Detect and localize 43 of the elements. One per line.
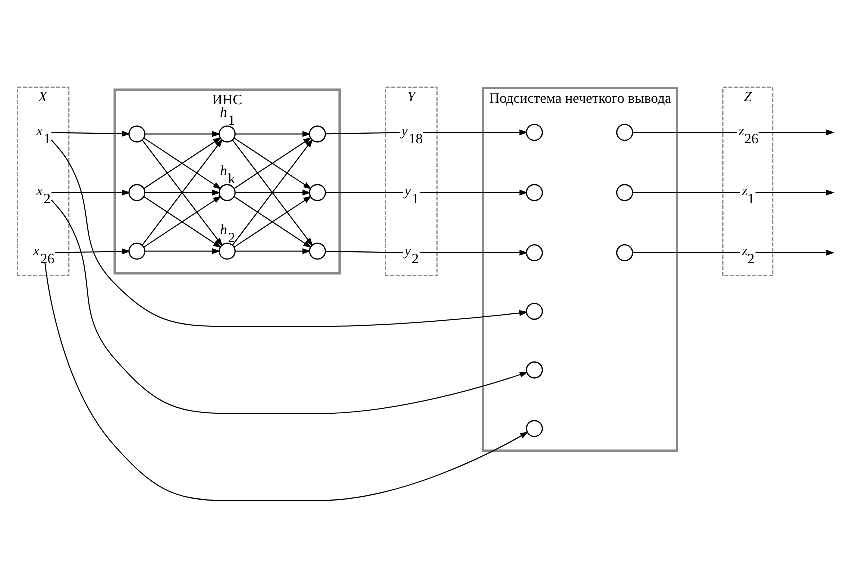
node-circle	[218, 184, 236, 201]
arrow	[756, 250, 835, 256]
arrow	[235, 130, 312, 137]
node-circle	[309, 184, 326, 201]
arrow	[756, 189, 835, 196]
arrow	[420, 250, 528, 256]
arrow	[52, 130, 131, 136]
connector	[632, 132, 738, 133]
node-circle	[526, 420, 544, 437]
arrow	[145, 130, 221, 137]
node-circle	[218, 125, 236, 142]
cluster: Подсистема нечеткого вывода	[482, 86, 678, 452]
connector	[326, 132, 400, 134]
node-circle	[616, 124, 634, 141]
node-circle	[526, 302, 544, 320]
arrow	[51, 200, 528, 414]
node-circle	[128, 242, 146, 260]
arrow	[235, 248, 312, 254]
node-circle	[128, 125, 146, 142]
node-circle	[526, 124, 544, 141]
connector	[326, 250, 404, 253]
arrow	[145, 248, 221, 254]
connector	[632, 252, 740, 253]
arrow	[52, 189, 131, 196]
arrow	[420, 189, 528, 196]
node-circle	[526, 184, 544, 201]
arrow	[235, 189, 312, 196]
node-circle	[616, 184, 634, 201]
node-circle	[526, 244, 544, 261]
arrow	[423, 129, 528, 136]
node-circle	[218, 242, 236, 260]
node-circle	[616, 244, 634, 261]
connector	[632, 192, 740, 193]
arrow	[758, 129, 835, 136]
arrow	[51, 139, 528, 327]
node-circle	[309, 125, 326, 142]
node-circle	[309, 242, 326, 260]
arrow	[55, 248, 131, 254]
arrow	[145, 189, 221, 196]
connector	[326, 192, 404, 193]
node-circle	[128, 184, 146, 201]
arrow	[44, 261, 529, 501]
node-circle	[526, 361, 544, 378]
